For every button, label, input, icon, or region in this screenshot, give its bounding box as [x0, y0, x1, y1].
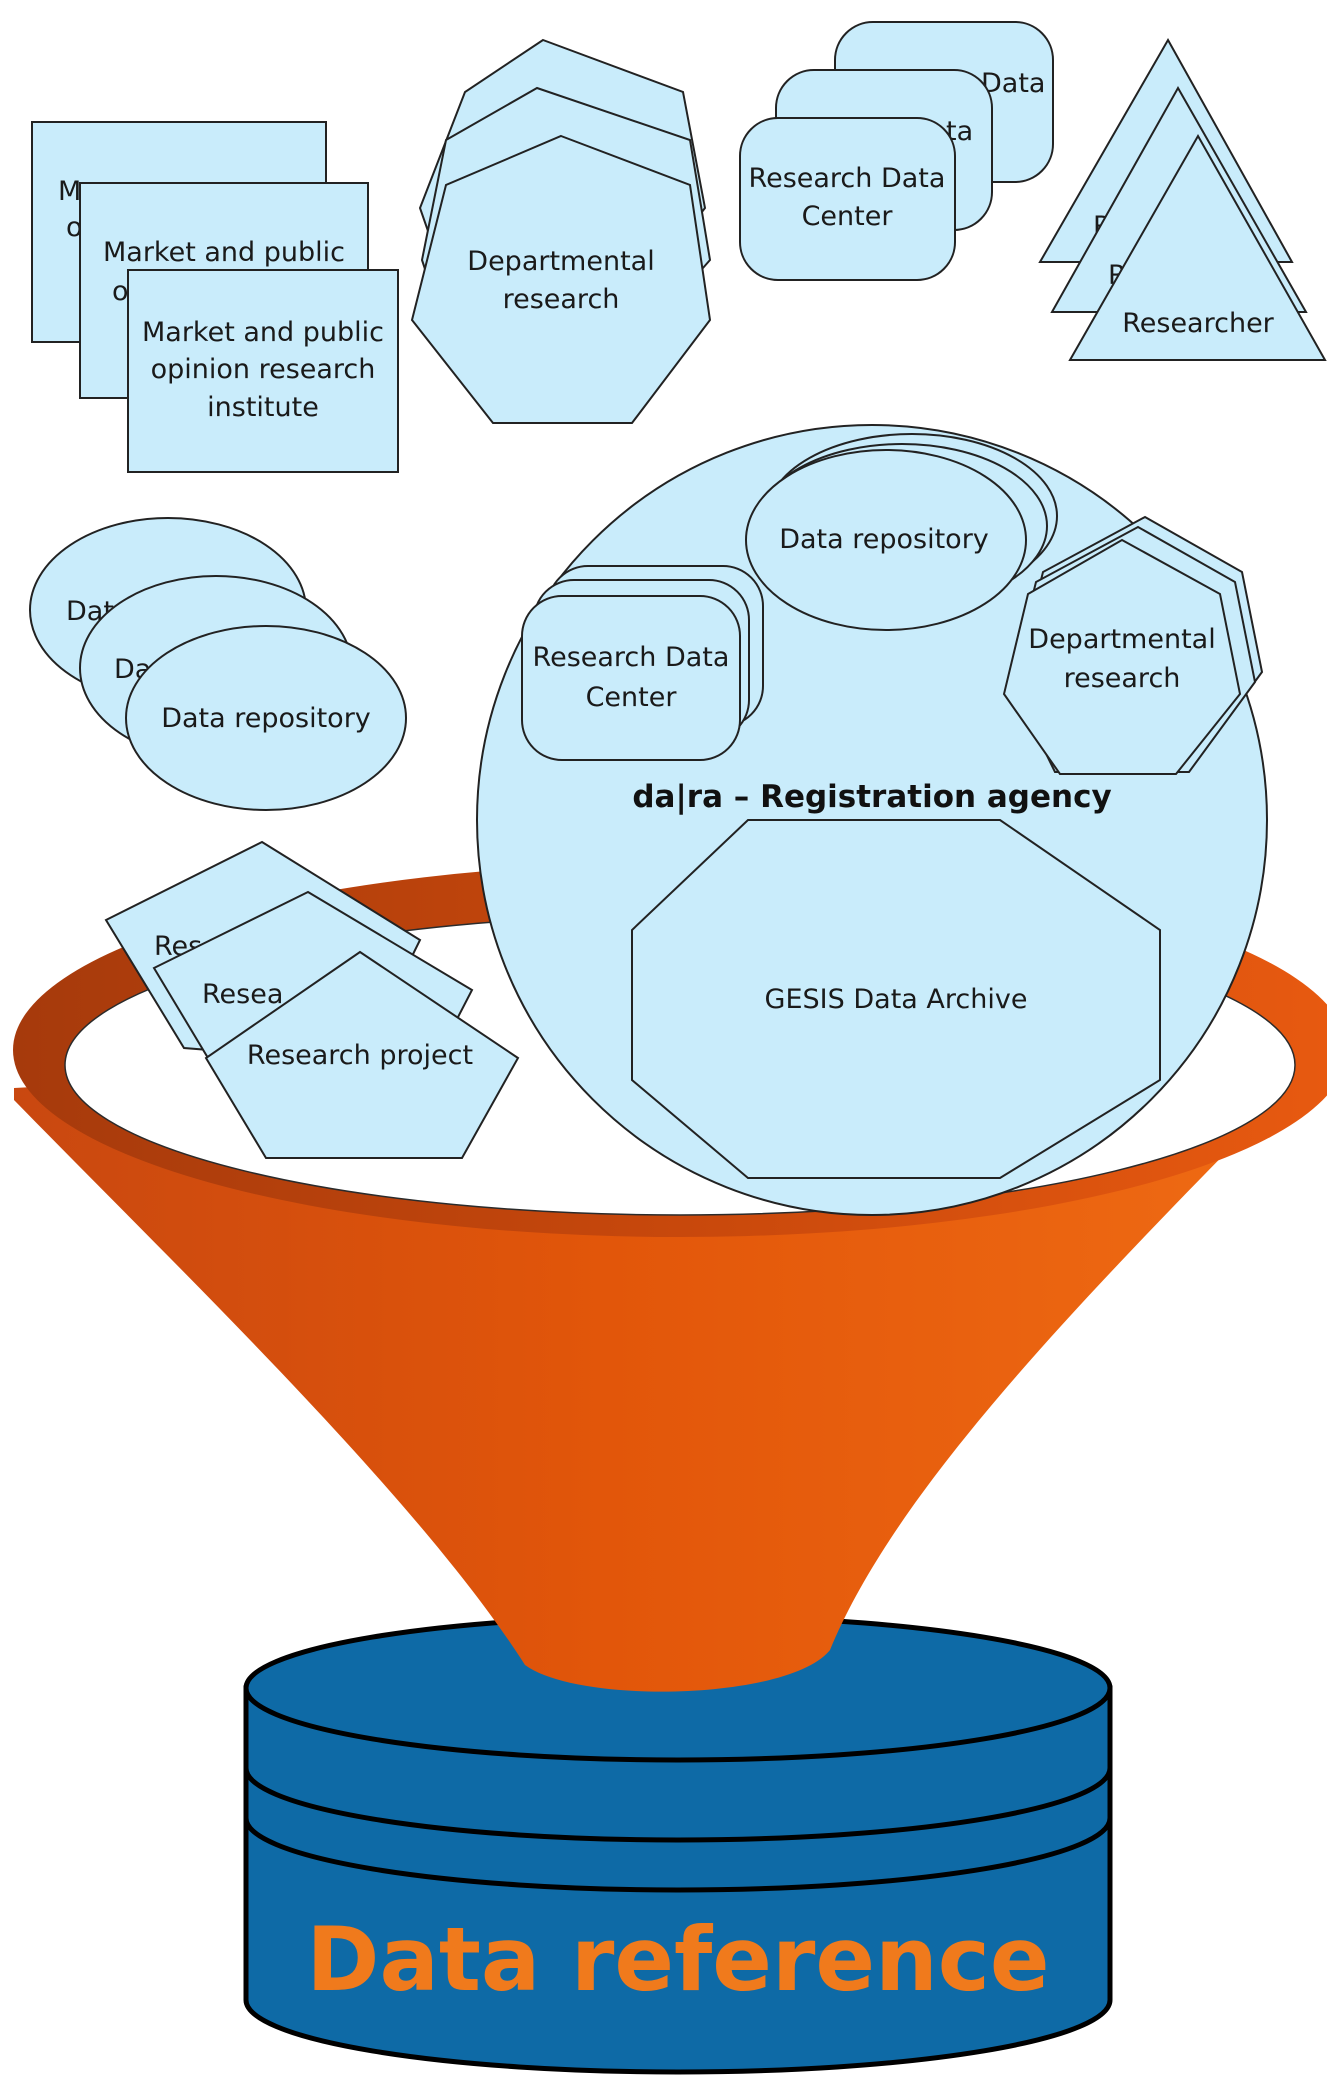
- departmental-research-label-line1: Departmental: [467, 246, 654, 277]
- data-repository-label: Data repository: [161, 703, 371, 734]
- market-research-back-fragment-2: o: [66, 212, 83, 243]
- research-project-mid-fragment: Resea: [202, 979, 283, 1010]
- data-repository-oval-front: [125, 625, 407, 811]
- researcher-label: Researcher: [1122, 308, 1274, 339]
- research-data-center-back-fragment: Data: [981, 68, 1045, 99]
- agency-rdc-label-line2: Center: [586, 682, 678, 713]
- market-research-label-line2: opinion research: [151, 354, 376, 385]
- agency-title: da|ra – Registration agency: [632, 779, 1111, 815]
- agency-data-repository-label: Data repository: [779, 524, 989, 555]
- agency-dept-heptagon-front: [1002, 538, 1242, 775]
- departmental-research-heptagon-front: [410, 134, 712, 424]
- agency-dept-label-line2: research: [1064, 663, 1181, 694]
- research-data-center-box-front: [739, 117, 956, 281]
- data-repository-group: Dat Da Data repository: [29, 517, 407, 811]
- research-project-label: Research project: [247, 1040, 473, 1071]
- agency-dept-label-line1: Departmental: [1028, 624, 1215, 655]
- departmental-research-label-line2: research: [503, 284, 620, 315]
- agency-rdc-box-front: [521, 595, 741, 761]
- database-title: Data reference: [306, 1908, 1049, 2011]
- registration-agency: Data repository Research Data Center Dep…: [476, 424, 1268, 1216]
- researcher-group: R R Researcher: [1038, 37, 1327, 361]
- research-data-center-label-line2: Center: [802, 201, 894, 232]
- market-research-label-line1: Market and public: [142, 317, 384, 348]
- researcher-triangle-front: [1068, 133, 1327, 361]
- research-data-center-label-line1: Research Data: [749, 163, 946, 194]
- agency-rdc-label-line1: Research Data: [533, 642, 730, 673]
- database-cylinder: Data reference: [243, 1613, 1113, 2075]
- market-research-box-front: [127, 269, 399, 473]
- research-data-center-group: Data ta Research Data Center: [739, 21, 1054, 281]
- gesis-data-archive-octagon: [631, 819, 1161, 1179]
- gesis-data-archive-label: GESIS Data Archive: [765, 984, 1028, 1015]
- agency-data-repository-oval-front: [745, 449, 1027, 631]
- market-research-group: M o Market and public o Market and publi…: [31, 121, 399, 473]
- market-research-mid-fragment: o: [112, 276, 129, 307]
- market-research-label-line3: institute: [207, 392, 319, 423]
- research-project-pentagon-front: [204, 950, 520, 1159]
- departmental-research-group: Departmental research: [410, 38, 712, 424]
- market-research-back-fragment: M: [58, 176, 81, 207]
- research-project-group: Res Resea Research project: [104, 840, 520, 1159]
- market-research-mid-label: Market and public: [103, 237, 345, 268]
